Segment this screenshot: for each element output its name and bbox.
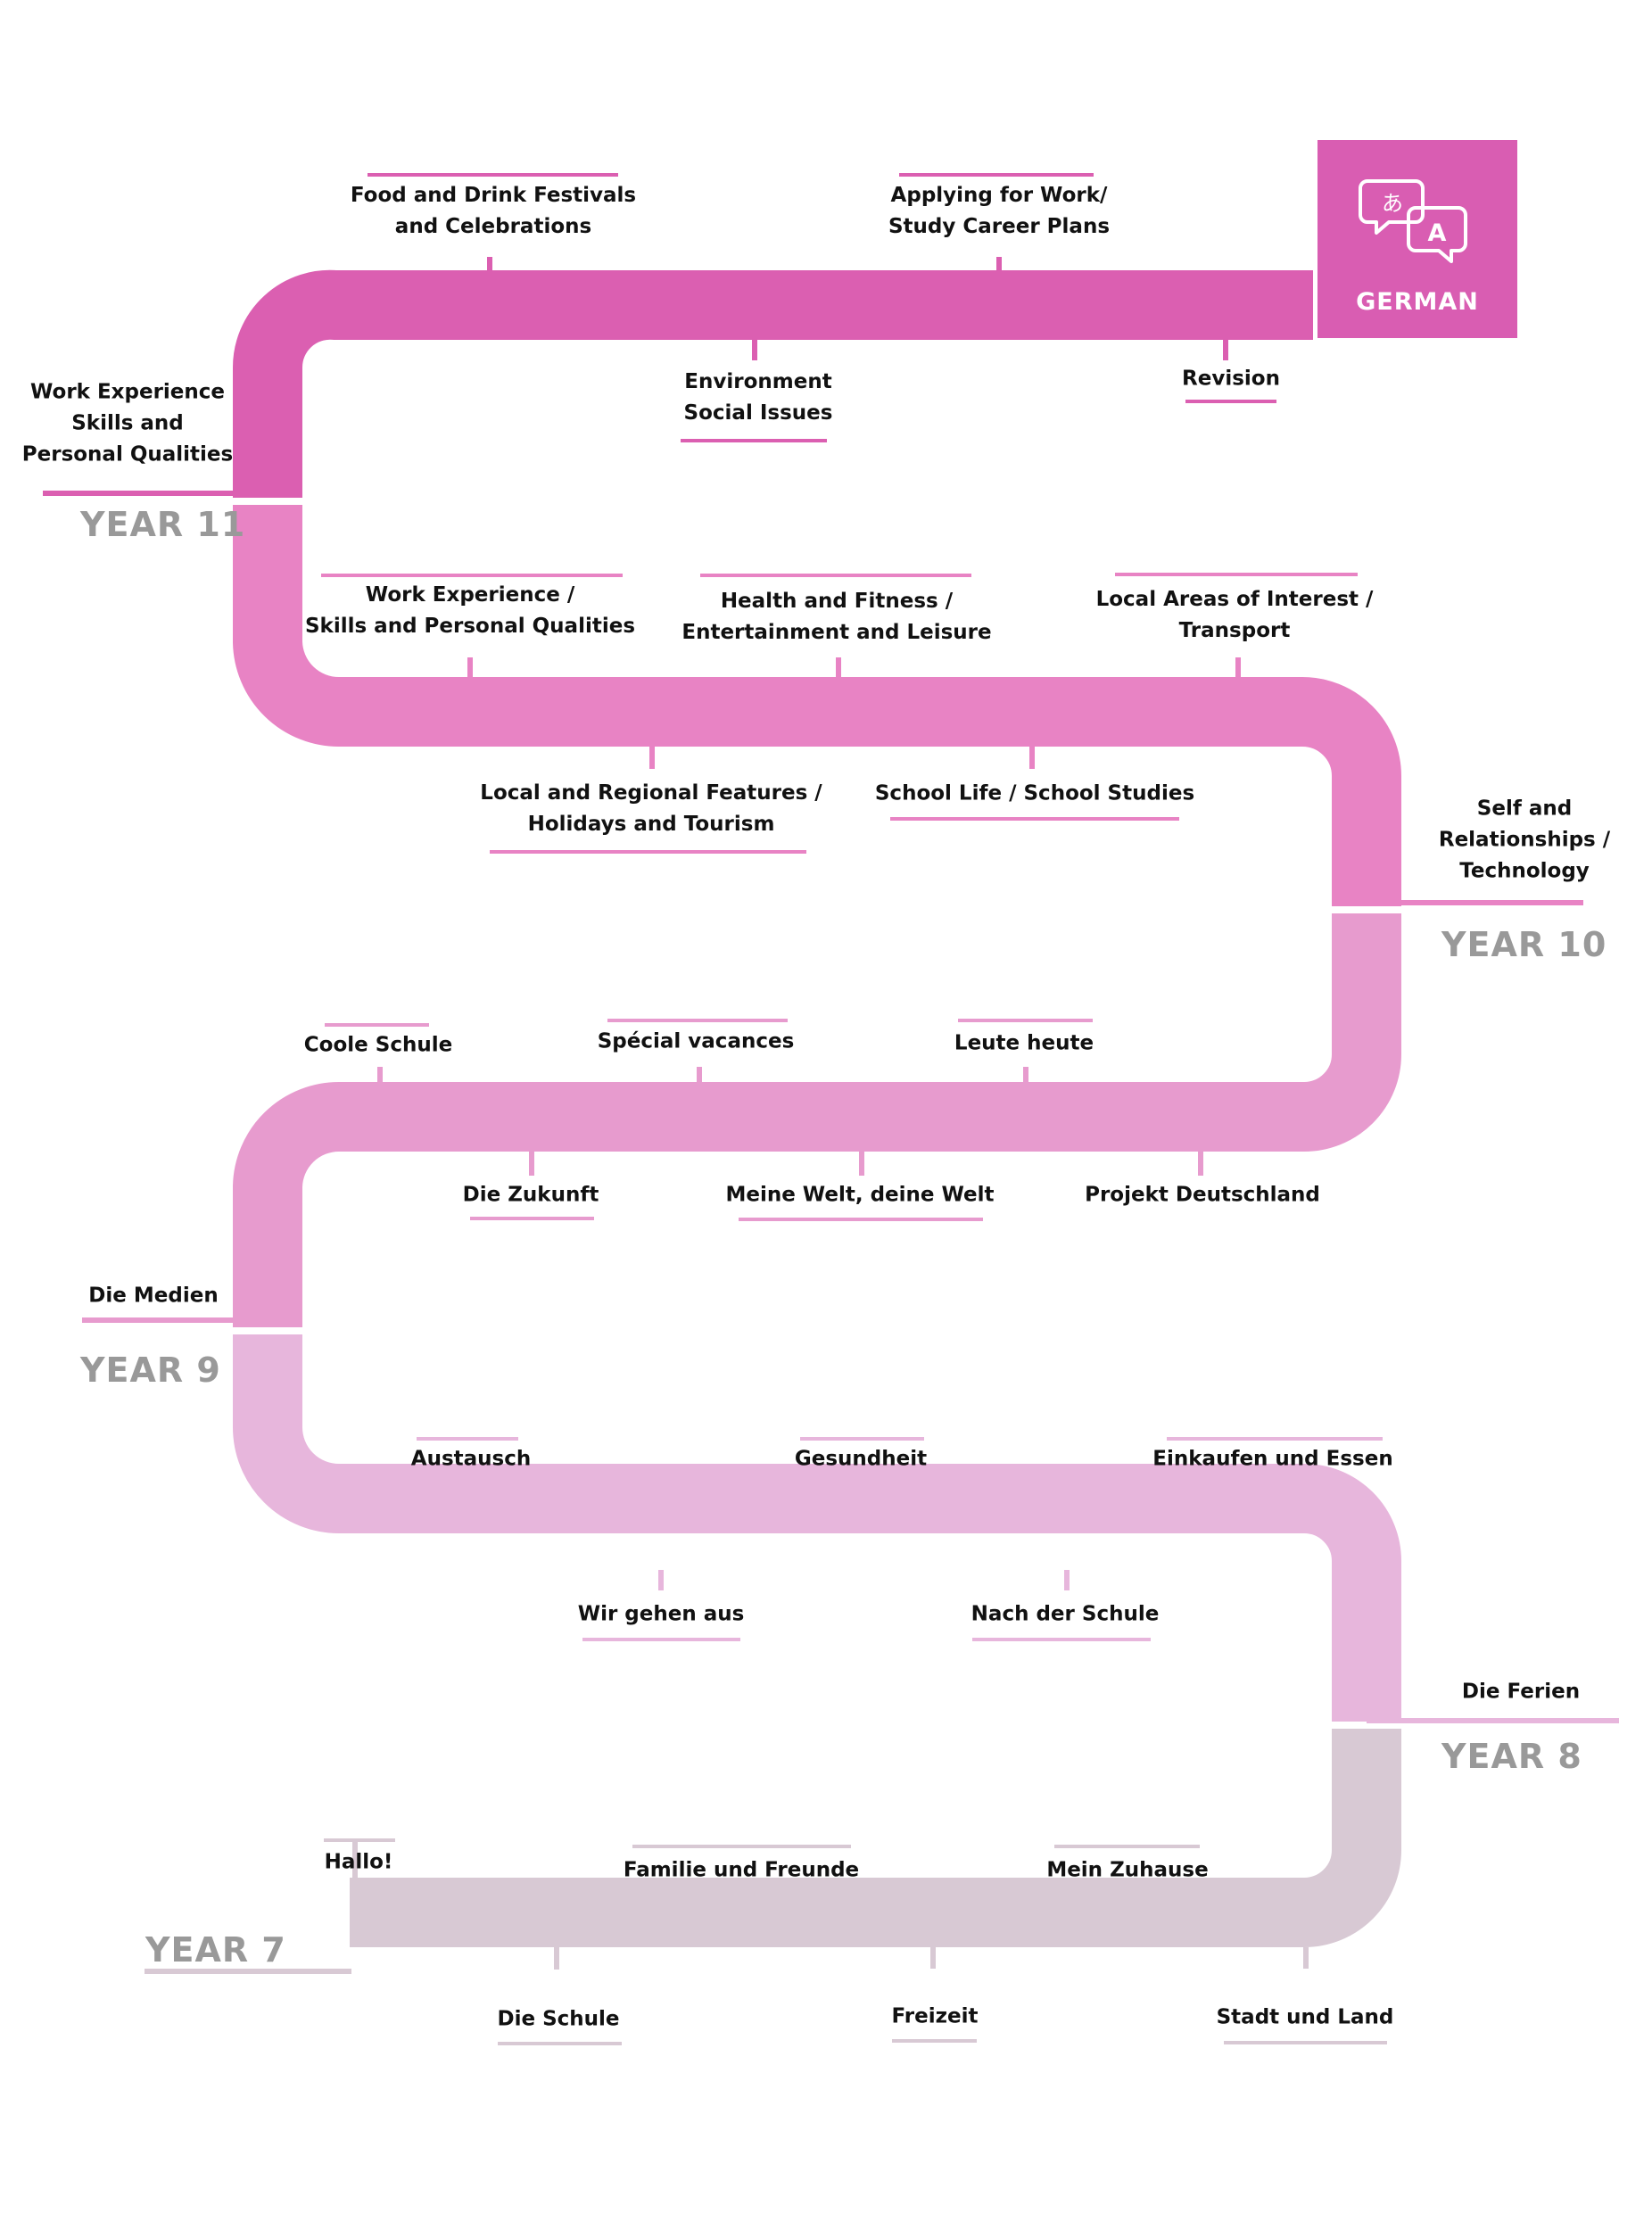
svg-text:あ: あ bbox=[1382, 191, 1403, 216]
topic-label: Die Schule bbox=[497, 2007, 620, 2031]
topic-label: Einkaufen und Essen bbox=[1152, 1447, 1393, 1471]
topic-label: Applying for Work/ Study Career Plans bbox=[888, 184, 1111, 238]
topic-label: Work Experience Skills and Personal Qual… bbox=[21, 380, 234, 467]
topic-label: Local and Regional Features / Holidays a… bbox=[480, 781, 822, 836]
topic-label: Meine Welt, deine Welt bbox=[725, 1183, 995, 1207]
topic-label: Work Experience / Skills and Personal Qu… bbox=[304, 583, 636, 638]
translate-icon: あ A bbox=[1359, 179, 1467, 263]
road-segment-year-10 bbox=[233, 505, 1401, 906]
topic-label: Self and Relationships / Technology bbox=[1438, 797, 1611, 883]
topic-label: Mein Zuhause bbox=[1046, 1858, 1209, 1882]
topic-label: Food and Drink Festivals and Celebration… bbox=[350, 184, 637, 238]
topic-label: Wir gehen aus bbox=[577, 1602, 745, 1626]
subject-title: GERMAN bbox=[1356, 288, 1479, 316]
topic-label: Die Zukunft bbox=[462, 1183, 599, 1207]
year-7-label: YEAR 7 bbox=[145, 1930, 286, 1970]
road-segment-year-9 bbox=[233, 913, 1401, 1327]
topic-label: Spécial vacances bbox=[597, 1029, 795, 1053]
road-segment-year-8 bbox=[233, 1334, 1401, 1722]
topic-label: Coole Schule bbox=[303, 1033, 453, 1057]
road-segment-year-11 bbox=[232, 269, 1313, 498]
year-9-label: YEAR 9 bbox=[80, 1350, 221, 1390]
topic-label: Revision bbox=[1182, 367, 1280, 391]
subject-badge: あ A GERMAN bbox=[1317, 140, 1517, 338]
topic-label: Austausch bbox=[410, 1447, 532, 1471]
year-11-label: YEAR 11 bbox=[80, 505, 246, 544]
topic-label: Freizeit bbox=[891, 2004, 979, 2028]
topic-label: School Life / School Studies bbox=[874, 781, 1195, 805]
topic-label: Nach der Schule bbox=[971, 1602, 1160, 1626]
road-segment-year-7 bbox=[350, 1729, 1401, 1947]
topic-label: Die Medien bbox=[88, 1284, 219, 1308]
topic-label: Die Ferien bbox=[1461, 1680, 1581, 1704]
topic-label: Familie und Freunde bbox=[623, 1858, 860, 1882]
year-8-label: YEAR 8 bbox=[1441, 1737, 1582, 1776]
year-10-label: YEAR 10 bbox=[1441, 925, 1607, 964]
topic-label: Hallo! bbox=[324, 1850, 393, 1874]
topic-label: Leute heute bbox=[954, 1031, 1094, 1055]
topic-label: Stadt und Land bbox=[1216, 2005, 1394, 2029]
topic-label: Projekt Deutschland bbox=[1085, 1183, 1320, 1207]
svg-text:A: A bbox=[1428, 219, 1447, 247]
topic-label: Health and Fitness / Entertainment and L… bbox=[681, 590, 992, 644]
topic-label: Gesundheit bbox=[794, 1447, 928, 1471]
topic-label: Environment Social Issues bbox=[683, 370, 833, 425]
topic-label: Local Areas of Interest / Transport bbox=[1095, 588, 1374, 642]
